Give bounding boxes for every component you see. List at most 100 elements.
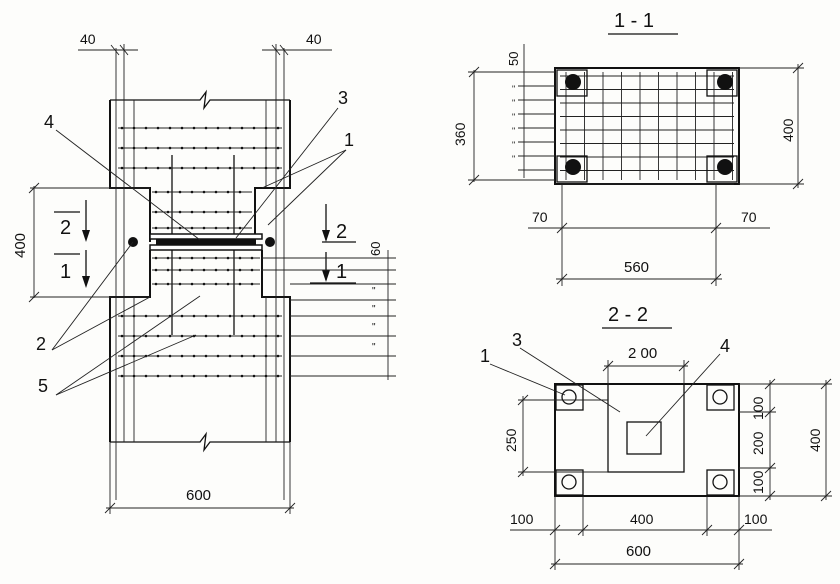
dim-400-bottom-label: 400 — [630, 511, 654, 527]
callout-leaders — [51, 107, 347, 396]
callout-3-left: 3 — [338, 88, 348, 108]
mesh-dot — [204, 334, 208, 338]
mesh-dot — [132, 166, 136, 170]
section-2-2-leaders — [489, 347, 721, 437]
mesh-dot — [132, 354, 136, 358]
section-1-1-bottom-dims — [528, 184, 770, 286]
mesh-dot — [204, 146, 208, 150]
embedded-plate-lower — [149, 244, 263, 251]
mesh-dot — [228, 354, 232, 358]
mesh-dot — [216, 314, 220, 318]
mesh-dot — [226, 190, 230, 194]
mesh-dot — [238, 256, 242, 260]
ditto-2: " — [372, 304, 376, 315]
mesh-dot — [168, 374, 172, 378]
corner-bar-tr — [717, 74, 733, 90]
mesh-dot — [216, 166, 220, 170]
section-2-2-right-dims — [739, 378, 832, 502]
mesh-dot — [120, 166, 124, 170]
mesh-dot — [216, 374, 220, 378]
mesh-dot — [180, 126, 184, 130]
mesh-dot — [228, 126, 232, 130]
mesh-dot — [180, 354, 184, 358]
dim-600-bottom-label: 600 — [626, 543, 651, 560]
dim-50-label: 50 — [506, 52, 521, 66]
mesh-dot — [168, 334, 172, 338]
mesh-dot — [228, 166, 232, 170]
mesh-dot — [238, 282, 242, 286]
callout-1-left: 1 — [344, 130, 354, 150]
mesh-dot — [250, 282, 254, 286]
section-1-1-right-dim — [739, 62, 804, 190]
right-spacing-dims — [262, 250, 396, 380]
mesh-dot — [250, 256, 254, 260]
mesh-dot — [276, 146, 280, 150]
mesh-dot — [264, 354, 268, 358]
mesh-dot — [240, 334, 244, 338]
mesh-dot — [190, 226, 194, 230]
mesh-dot — [276, 374, 280, 378]
mesh-dot — [216, 334, 220, 338]
mesh-dot — [132, 374, 136, 378]
mesh-dot — [180, 314, 184, 318]
mesh-dot — [166, 190, 170, 194]
mesh-dot — [166, 282, 170, 286]
mesh-dot — [156, 334, 160, 338]
callout-2-left: 2 — [36, 334, 46, 354]
mesh-dot — [192, 126, 196, 130]
section-2-2-title: 2 - 2 — [608, 304, 648, 326]
mesh-dot — [178, 282, 182, 286]
top-break-line — [110, 89, 290, 111]
mesh-dot — [240, 354, 244, 358]
mesh-dot — [178, 256, 182, 260]
dim-250-label: 250 — [503, 428, 519, 452]
corner-tl — [555, 384, 584, 411]
mesh-dot — [144, 374, 148, 378]
dim-60-label: 60 — [368, 242, 383, 256]
mesh-dot — [276, 314, 280, 318]
mesh-dot — [120, 126, 124, 130]
dim-360-label: 360 — [452, 122, 468, 146]
corner-bar-tl — [565, 74, 581, 90]
section-2-2-top-dim — [602, 360, 690, 384]
bottom-break-line — [110, 431, 290, 453]
section-2-2-left-dim — [517, 394, 608, 478]
mesh-dot — [226, 256, 230, 260]
mesh-dot — [120, 354, 124, 358]
mesh-dot — [166, 256, 170, 260]
mesh-dot — [156, 374, 160, 378]
dim-100-br-label: 100 — [744, 511, 768, 527]
mesh-dot — [156, 314, 160, 318]
svg-text:": " — [512, 154, 515, 164]
callout-5-left: 5 — [38, 376, 48, 396]
mesh-dot — [166, 268, 170, 272]
top-dim-40-left — [78, 44, 138, 100]
mesh-dot — [202, 268, 206, 272]
mesh-dot — [154, 282, 158, 286]
mesh-dot — [252, 126, 256, 130]
mesh-dot — [252, 146, 256, 150]
corner-bl — [555, 469, 584, 496]
longitudinal-bars — [115, 48, 285, 500]
mesh-rows-upper — [118, 127, 282, 229]
mesh-dot — [214, 190, 218, 194]
mesh-dot — [190, 190, 194, 194]
column-elevation: 40 40 600 400 — [12, 31, 396, 514]
mesh-dot — [204, 166, 208, 170]
mesh-dot — [180, 146, 184, 150]
svg-text:": " — [512, 98, 515, 108]
mesh-dot — [144, 166, 148, 170]
mesh-dot — [178, 226, 182, 230]
ditto-4: " — [372, 342, 376, 353]
section-mark-1-left — [54, 250, 90, 288]
section-1-1-grid — [560, 72, 734, 185]
svg-text:": " — [512, 112, 515, 122]
mesh-dot — [120, 374, 124, 378]
mesh-dot — [228, 314, 232, 318]
mesh-dot — [276, 166, 280, 170]
mesh-dot — [252, 334, 256, 338]
mesh-dot — [226, 282, 230, 286]
mesh-dot — [226, 210, 230, 214]
dim-400-2-2-label: 400 — [807, 428, 823, 452]
mesh-dot — [204, 314, 208, 318]
